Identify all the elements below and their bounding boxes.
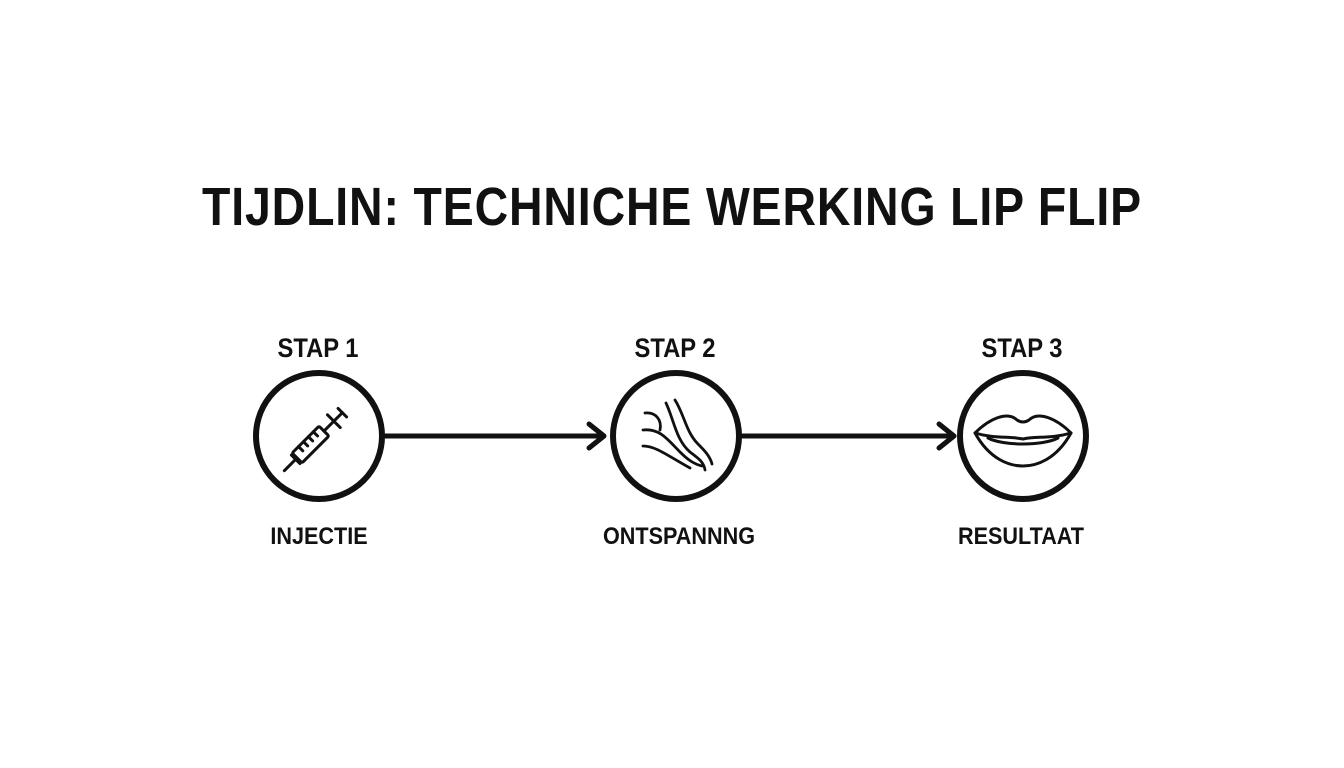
lips-icon <box>973 414 1073 468</box>
step-3-caption: RESULTAAT <box>958 523 1084 550</box>
syringe-icon <box>282 406 349 473</box>
arrow-1-to-2 <box>382 421 607 451</box>
muscle-fibers-icon <box>641 398 714 472</box>
step-3-label: STAP 3 <box>981 333 1063 363</box>
step-3-node <box>957 370 1089 502</box>
arrow-2-to-3 <box>737 421 957 451</box>
step-2-label: STAP 2 <box>634 333 716 363</box>
step-1-label: STAP 1 <box>277 333 359 363</box>
step-1-node <box>253 370 385 502</box>
step-2-caption: ONTSPANNNG <box>602 523 755 550</box>
step-2-node <box>610 370 742 502</box>
page-title: TIJDLIN: TECHNICHE WERKING LIP FLIP <box>201 177 1142 237</box>
step-1-caption: INJECTIE <box>270 523 368 550</box>
